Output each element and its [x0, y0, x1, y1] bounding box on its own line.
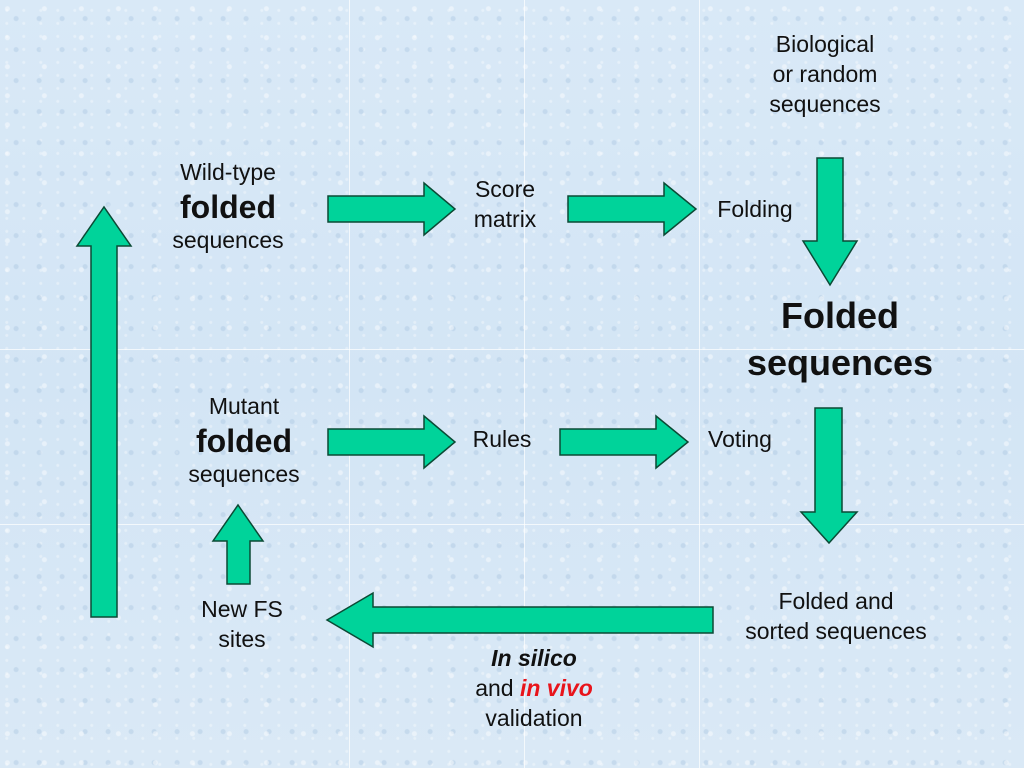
folding-label: Folding [717, 196, 793, 222]
rules-label: Rules [472, 426, 532, 452]
grid-line [0, 349, 1024, 350]
voting-label: Voting [708, 426, 772, 452]
folded-sorted-line1: Folded and [778, 588, 894, 614]
score-matrix-line1: Score [474, 176, 536, 202]
arrow-folded-to-sorted [799, 407, 859, 545]
mutant-line1: Mutant [208, 393, 280, 419]
score-matrix-line2: matrix [473, 205, 537, 232]
arrow-score-to-folding [567, 181, 698, 237]
new-fs-line1: New FS [201, 596, 283, 622]
arrow-mutant-to-rules [327, 414, 457, 470]
biological-line3: sequences [769, 90, 881, 117]
wild-type-line1: Wild-type [180, 159, 276, 185]
score-matrix-label: Score matrix [445, 175, 565, 235]
in-silico-text: In silico [491, 645, 577, 671]
arrow-rules-to-voting [559, 414, 690, 470]
grid-line [349, 0, 350, 768]
arrow-biological-to-folded [801, 157, 859, 287]
wild-type-line2: folded [180, 188, 276, 225]
folded-sequences-line2: sequences [746, 341, 934, 383]
grid-line [0, 524, 1024, 525]
biological-line2: or random [772, 60, 878, 87]
and-text: and [475, 674, 514, 701]
folded-sequences-label: Folded sequences [730, 293, 950, 387]
new-fs-line2: sites [218, 625, 266, 652]
validation-label: In silico and in vivo validation [434, 644, 634, 734]
biological-or-random-label: Biological or random sequences [745, 30, 905, 120]
grid-line [699, 0, 700, 768]
mutant-line2: folded [196, 422, 292, 459]
folded-sorted-line2: sorted sequences [745, 617, 927, 644]
mutant-label: Mutant folded sequences [164, 392, 324, 490]
arrow-sorted-to-newfs [325, 591, 714, 649]
mutant-line3: sequences [188, 461, 300, 488]
grid-line [524, 0, 525, 768]
arrow-newfs-to-mutant [211, 503, 265, 585]
in-vivo-text: in vivo [519, 674, 593, 701]
arrow-wildtype-to-score [327, 181, 457, 237]
biological-line1: Biological [775, 31, 875, 57]
new-fs-sites-label: New FS sites [172, 595, 312, 655]
folded-sorted-label: Folded and sorted sequences [716, 587, 956, 647]
wild-type-line3: sequences [172, 227, 284, 254]
validation-text: validation [485, 704, 583, 731]
wild-type-label: Wild-type folded sequences [148, 158, 308, 256]
folded-sequences-line1: Folded [781, 295, 899, 336]
arrow-loop-to-wildtype [75, 205, 133, 618]
